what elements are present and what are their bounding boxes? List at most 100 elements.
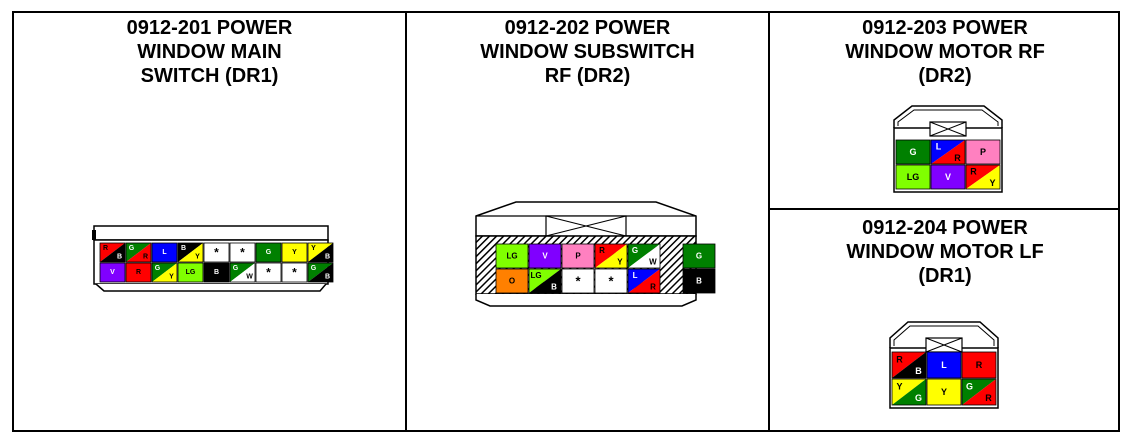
pin-label: R <box>954 153 961 163</box>
pin-label: O <box>509 277 515 286</box>
pin-label: LG <box>530 271 541 280</box>
pin-cell: GB <box>307 262 334 283</box>
pin-cell: LR <box>627 268 661 294</box>
title-line: WINDOW SUBSWITCH <box>480 41 695 63</box>
pin-label: * <box>266 266 271 280</box>
pin-cell: GR <box>961 378 997 406</box>
pin-label: G <box>155 265 161 272</box>
pin-cell: Y <box>281 242 308 263</box>
pin-label: B <box>214 269 219 276</box>
pin-label: G <box>915 393 922 403</box>
title-line: 0912-204 POWER <box>862 217 1028 239</box>
title-line: SWITCH (DR1) <box>140 65 279 87</box>
pin-label: B <box>325 274 330 281</box>
pin-cell: * <box>229 242 256 263</box>
diagram-frame <box>12 11 1120 432</box>
pin-cell: * <box>203 242 230 263</box>
title-line: WINDOW MOTOR LF <box>846 241 1044 263</box>
pin-cell: P <box>965 139 1001 165</box>
pin-cell: RY <box>965 164 1001 190</box>
pin-label: P <box>980 147 986 157</box>
pin-cell: L <box>926 351 962 379</box>
pin-cell: RY <box>594 243 628 269</box>
pin-label: G <box>266 249 272 256</box>
pin-label: L <box>941 360 947 370</box>
pin-cell: R <box>961 351 997 379</box>
pin-cell: GY <box>151 262 178 283</box>
pin-cell: G <box>255 242 282 263</box>
pin-cell: YG <box>891 378 927 406</box>
pin-label: Y <box>990 178 996 188</box>
pin-cell: LR <box>930 139 966 165</box>
pin-label: LG <box>907 172 920 182</box>
pin-cell: RB <box>891 351 927 379</box>
pin-cell: LG <box>495 243 529 269</box>
divider-3 <box>768 208 1120 210</box>
title-line: 0912-203 POWER <box>862 17 1028 39</box>
pin-label: R <box>599 246 605 255</box>
pin-label: * <box>240 246 245 260</box>
pin-label: B <box>325 254 330 261</box>
pin-label: V <box>110 269 115 276</box>
pin-label: Y <box>169 274 174 281</box>
pin-cell: L <box>151 242 178 263</box>
pin-label: Y <box>195 254 200 261</box>
pin-label: W <box>649 257 657 266</box>
pin-label: R <box>650 282 656 291</box>
panel-title-main-switch: 0912-201 POWER WINDOW MAIN SWITCH (DR1) <box>14 16 405 88</box>
pin-label: V <box>945 172 951 182</box>
pin-label: R <box>985 393 992 403</box>
title-line: RF (DR2) <box>544 65 631 87</box>
pin-label: B <box>696 277 702 286</box>
pin-label: G <box>233 265 239 272</box>
pin-label: G <box>966 381 973 391</box>
pin-cell: LG <box>895 164 931 190</box>
pin-label: Y <box>311 245 316 252</box>
pin-label: R <box>136 269 141 276</box>
pin-cell: Y <box>926 378 962 406</box>
pin-label: G <box>909 147 916 157</box>
pin-cell: RB <box>99 242 126 263</box>
pin-cell: G <box>682 243 716 269</box>
pin-label: R <box>103 245 108 252</box>
pin-label: G <box>696 252 702 261</box>
pin-label: Y <box>941 387 947 397</box>
pin-cell: O <box>495 268 529 294</box>
pin-label: W <box>246 274 253 281</box>
pin-label: G <box>311 265 317 272</box>
title-line: (DR2) <box>918 65 972 87</box>
pin-label: L <box>936 142 942 152</box>
pin-cell: BY <box>177 242 204 263</box>
pin-cell: V <box>930 164 966 190</box>
pin-label: L <box>162 249 167 256</box>
pin-cell: LG <box>177 262 204 283</box>
title-line: 0912-201 POWER <box>126 17 293 39</box>
pin-cell: GR <box>125 242 152 263</box>
pin-cell: R <box>125 262 152 283</box>
pin-label: R <box>896 354 903 364</box>
pin-cell: V <box>528 243 562 269</box>
divider-1 <box>405 11 407 432</box>
pin-label: R <box>143 254 148 261</box>
panel-title-subswitch: 0912-202 POWER WINDOW SUBSWITCH RF (DR2) <box>407 16 768 88</box>
pin-cell: * <box>561 268 595 294</box>
pin-label: B <box>551 282 557 291</box>
title-line: WINDOW MAIN <box>137 41 282 63</box>
panel-title-motor-rf: 0912-203 POWER WINDOW MOTOR RF (DR2) <box>770 16 1120 88</box>
pin-label: G <box>632 246 638 255</box>
pin-label: B <box>117 254 122 261</box>
pin-cell: GW <box>627 243 661 269</box>
pin-label: * <box>608 274 614 289</box>
pin-cell: B <box>203 262 230 283</box>
pin-label: Y <box>617 257 623 266</box>
pin-label: * <box>292 266 297 280</box>
pin-label: R <box>970 167 977 177</box>
title-line: 0912-202 POWER <box>504 17 671 39</box>
